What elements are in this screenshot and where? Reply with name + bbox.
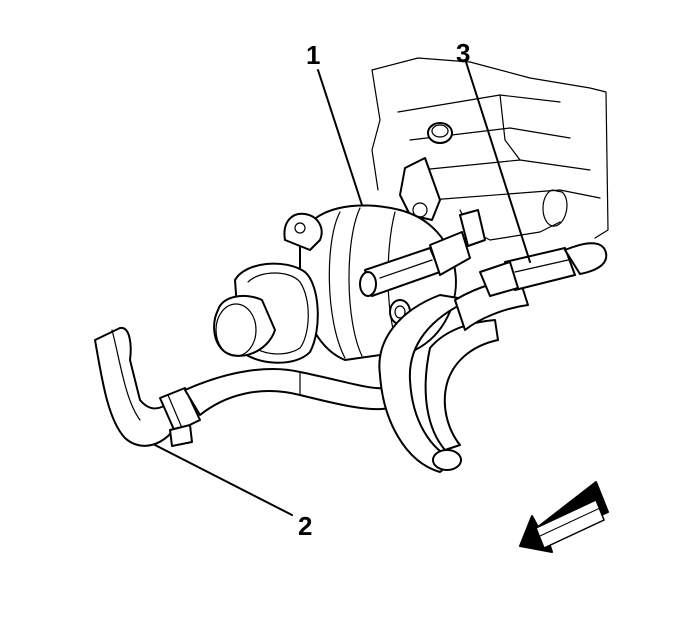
leader-line-3: [465, 61, 531, 263]
callout-1: 1: [306, 40, 320, 70]
engine-block: [371, 57, 609, 247]
curved-hose: [378, 294, 499, 473]
callout-3: 3: [456, 38, 470, 68]
valve-assembly: [213, 204, 471, 364]
leader-line-2: [154, 444, 293, 516]
leader-line-1: [317, 69, 363, 206]
hose-assembly: [94, 326, 391, 447]
front-direction-arrow-icon: [519, 481, 609, 553]
callout-2: 2: [298, 511, 312, 541]
connector-line: [454, 242, 608, 331]
